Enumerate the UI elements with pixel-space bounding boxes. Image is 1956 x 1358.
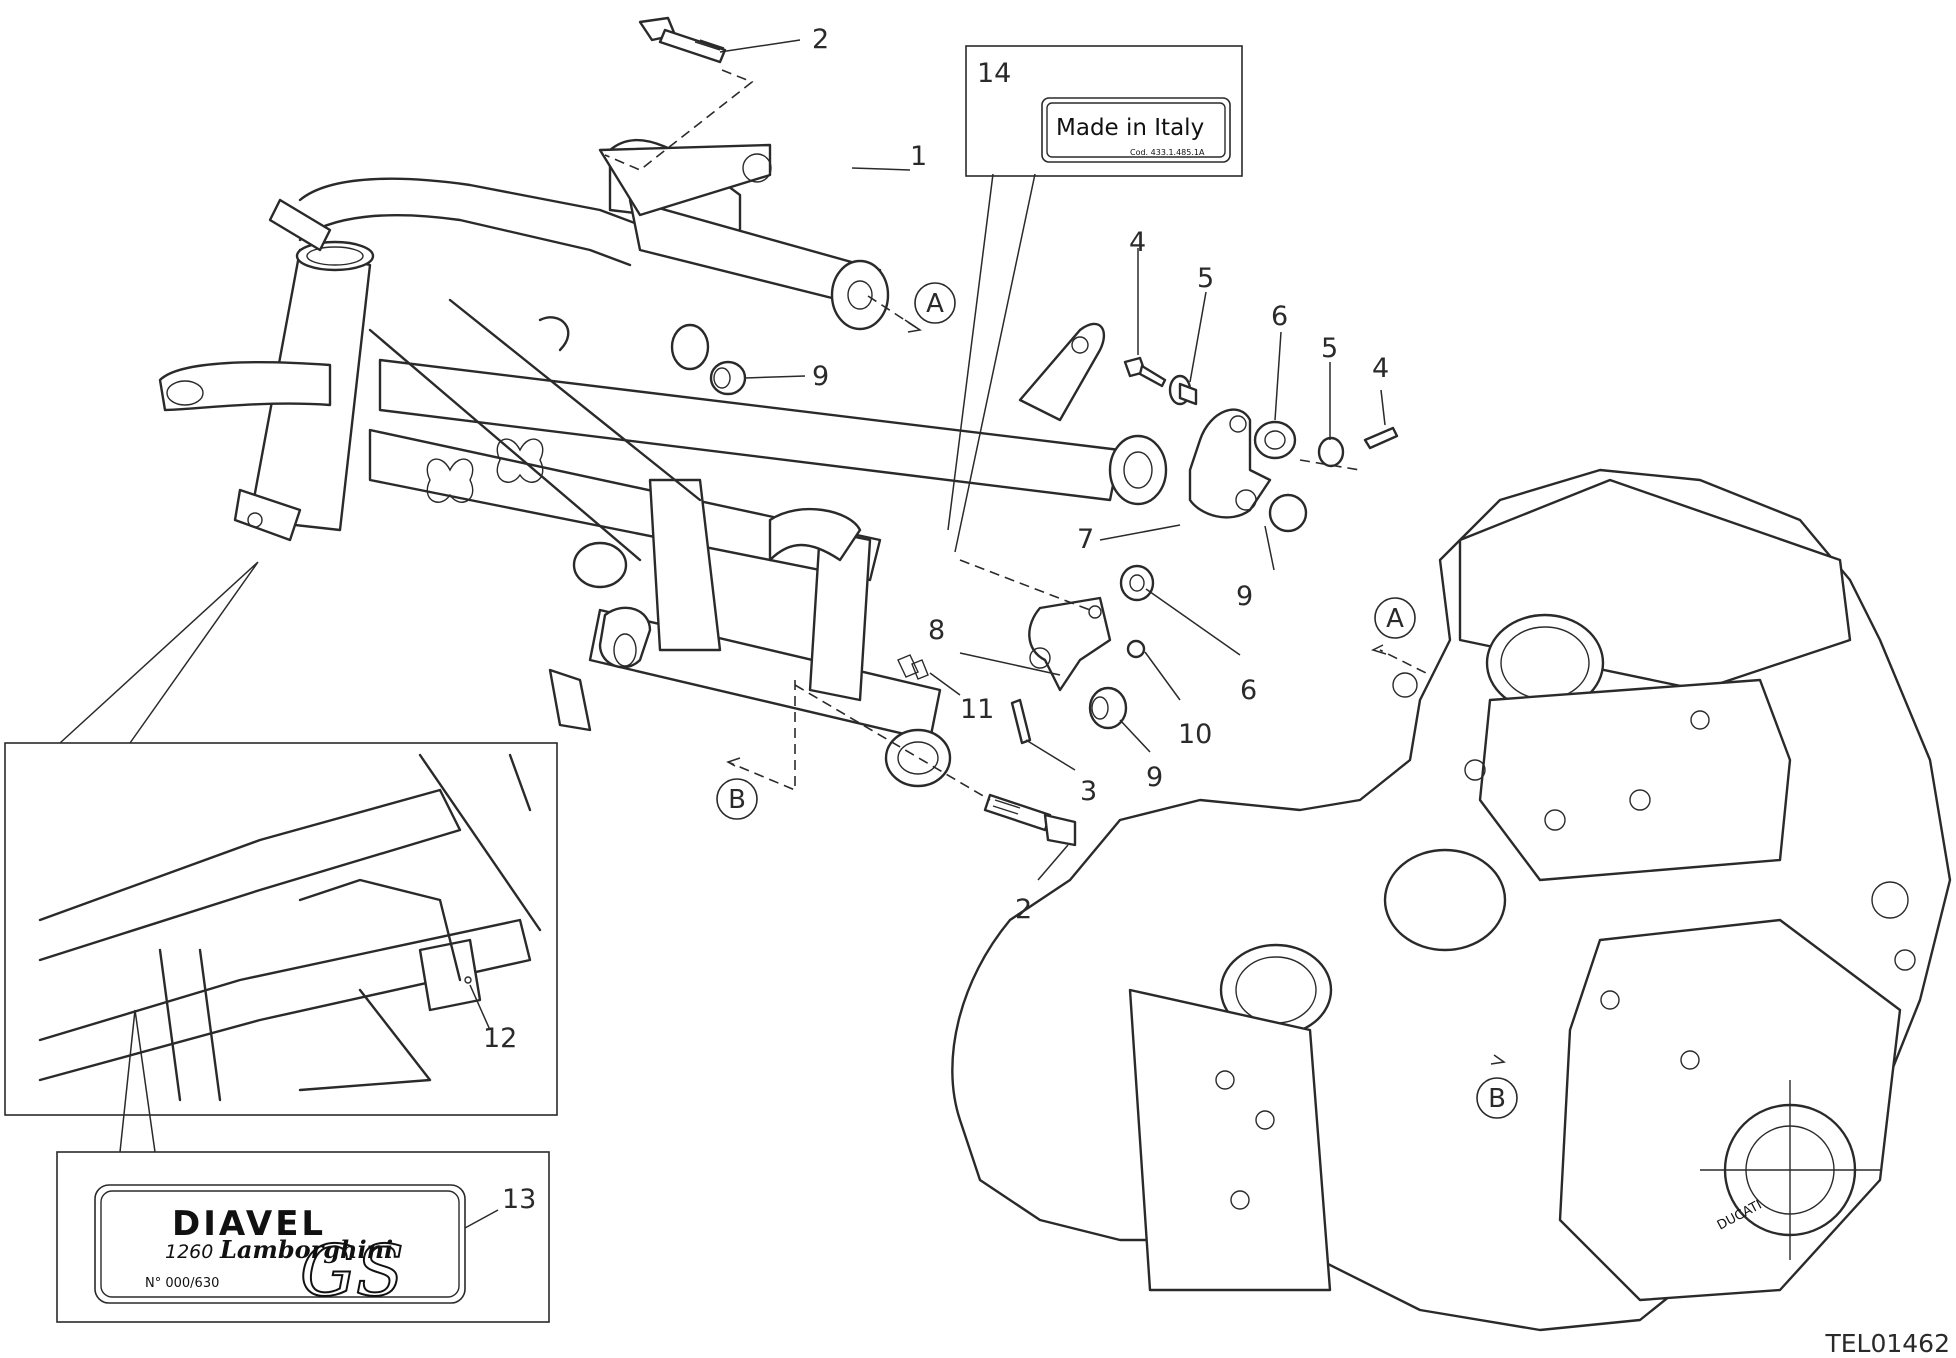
arrow-b-frame <box>726 757 741 767</box>
callout-9-frame: 9 <box>812 361 829 392</box>
made-in-italy-inset: Made in Italy Cod. 433.1.485.1A <box>947 45 1243 553</box>
reference-markers: A B A B <box>716 282 1518 1119</box>
washer-5-left <box>1168 374 1198 406</box>
diavel-model-number: 1260 <box>165 1241 213 1263</box>
alignment-line-axle-right <box>1299 459 1361 471</box>
gear-6-bottom <box>1119 564 1155 602</box>
frame-assembly <box>158 139 1168 788</box>
diavel-brand-text: DIAVEL <box>172 1204 326 1244</box>
leader-lines <box>719 39 1386 881</box>
arrow-a-frame <box>904 319 922 333</box>
callout-1: 1 <box>910 141 927 172</box>
bushing-9-frame <box>709 360 747 396</box>
alignment-line-bolt-2-bottom <box>794 684 991 801</box>
reference-circle-a-frame <box>914 282 956 324</box>
screw-10 <box>1126 639 1146 659</box>
diavel-badge-text: GS <box>300 1230 404 1312</box>
bolt-4-right <box>1363 426 1399 450</box>
callout-10: 10 <box>1178 719 1212 750</box>
callout-numbers: 2 1 14 9 4 5 6 5 4 7 9 8 6 11 10 3 9 2 1… <box>483 24 1389 1215</box>
bushing-9-lower <box>1088 686 1128 730</box>
callout-6-top: 6 <box>1271 301 1288 332</box>
callout-4-left: 4 <box>1129 227 1146 258</box>
reference-circle-b-frame <box>716 778 758 820</box>
reference-a-frame: A <box>926 289 944 319</box>
callout-6-bottom: 6 <box>1240 675 1257 706</box>
reference-b-engine: B <box>1488 1084 1506 1114</box>
bolt-2-bottom <box>983 793 1077 847</box>
bracket-7 <box>1188 408 1308 533</box>
callout-2-bottom: 2 <box>1015 894 1032 925</box>
reference-circle-b-engine <box>1476 1077 1518 1119</box>
drawing-code: TEL01462 <box>1824 1329 1950 1358</box>
diavel-edition-text: Lamborghini <box>219 1235 393 1264</box>
gear-6-top <box>1253 420 1297 460</box>
reference-b-frame: B <box>728 785 746 815</box>
callout-9-right: 9 <box>1236 581 1253 612</box>
callout-7: 7 <box>1077 524 1094 555</box>
callout-5-right: 5 <box>1321 333 1338 364</box>
washer-5-right <box>1317 436 1345 468</box>
bolt-2-top <box>638 16 727 64</box>
pin-3 <box>1010 698 1032 745</box>
callout-4-right: 4 <box>1372 353 1389 384</box>
alignment-line-bracket <box>959 559 1091 611</box>
alignment-line-bolt-2-top <box>604 69 754 171</box>
callout-8: 8 <box>928 615 945 646</box>
bolt-4-left <box>1123 356 1167 388</box>
engine-assembly: DUCATI <box>951 468 1952 1332</box>
callout-2-top: 2 <box>812 24 829 55</box>
callout-5-left: 5 <box>1197 263 1214 294</box>
made-in-italy-text: Made in Italy <box>1056 115 1204 141</box>
alignment-line-a-engine <box>1379 649 1441 681</box>
arrow-b-engine <box>1490 1054 1506 1065</box>
bracket-8 <box>1028 596 1112 692</box>
alignment-line-b-frame <box>727 680 796 792</box>
detail-view-inset <box>4 561 558 1116</box>
reference-circle-a-engine <box>1374 597 1416 639</box>
callout-3: 3 <box>1080 776 1097 807</box>
callout-14: 14 <box>977 58 1011 89</box>
diavel-plate-inset: DIAVEL 1260 Lamborghini N° 000/630 GS <box>56 1009 550 1323</box>
callout-9-lower: 9 <box>1146 762 1163 793</box>
clip-11 <box>897 654 929 680</box>
callout-12: 12 <box>483 1023 517 1054</box>
callout-13: 13 <box>502 1184 536 1215</box>
arrow-a-engine <box>1370 644 1387 655</box>
callout-11: 11 <box>960 694 994 725</box>
made-in-italy-code: Cod. 433.1.485.1A <box>1130 148 1205 157</box>
reference-a-engine: A <box>1386 604 1404 634</box>
diavel-serial-text: N° 000/630 <box>145 1276 219 1291</box>
